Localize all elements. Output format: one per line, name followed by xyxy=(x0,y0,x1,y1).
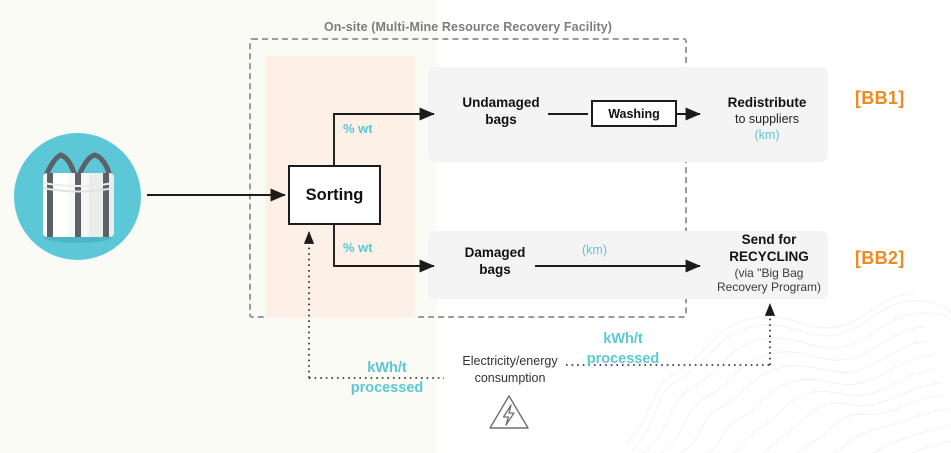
kwh-right-line1: kWh/t xyxy=(603,331,643,347)
electricity-line1: Electricity/energy xyxy=(462,354,558,368)
pct-wt-bottom-label: % wt xyxy=(343,240,373,255)
recycling-line1: Send for xyxy=(741,232,797,247)
redistribute-node[interactable]: Redistribute to suppliers (km) xyxy=(705,95,829,143)
big-bag-icon xyxy=(42,152,115,243)
electricity-consumption-label: Electricity/energy consumption xyxy=(440,353,580,387)
kwh-right-label: kWh/t processed xyxy=(570,330,676,369)
recycling-line4: Recovery Program) xyxy=(716,280,822,295)
kwh-left-label: kWh/t processed xyxy=(334,359,440,398)
sorting-process-box[interactable]: Sorting xyxy=(288,165,381,225)
sorting-label: Sorting xyxy=(305,185,364,204)
redistribute-line2: to suppliers xyxy=(735,111,799,126)
redistribute-line1: Redistribute xyxy=(727,95,807,110)
pct-wt-top-label: % wt xyxy=(343,121,373,136)
recycling-line3: (via "Big Bag xyxy=(734,265,804,280)
undamaged-bags-line1: Undamaged xyxy=(462,95,540,110)
kwh-right-line2: processed xyxy=(586,350,660,367)
undamaged-bags-node[interactable]: Undamaged bags xyxy=(441,95,561,129)
damaged-bags-line1: Damaged xyxy=(464,245,526,260)
undamaged-bags-line2: bags xyxy=(485,111,517,127)
badge-bb1: [BB1] xyxy=(855,88,905,108)
damaged-flow-band xyxy=(428,231,828,299)
damaged-bags-node[interactable]: Damaged bags xyxy=(441,245,549,279)
badge-bb2: [BB2] xyxy=(855,248,905,268)
washing-process-box[interactable]: Washing xyxy=(591,100,677,127)
electricity-hazard-icon xyxy=(489,395,529,429)
onsite-boundary-title: On-site (Multi-Mine Resource Recovery Fa… xyxy=(323,20,613,34)
onsite-boundary-box xyxy=(249,38,687,318)
damaged-bags-line2: bags xyxy=(479,261,511,277)
kwh-left-line1: kWh/t xyxy=(367,360,407,376)
electricity-line2: consumption xyxy=(474,370,546,385)
kwh-left-line2: processed xyxy=(350,379,424,396)
km-bottom-label: (km) xyxy=(582,243,607,257)
recycling-line2: RECYCLING xyxy=(729,248,809,264)
washing-label: Washing xyxy=(608,106,660,121)
recycling-node[interactable]: Send for RECYCLING (via "Big Bag Recover… xyxy=(705,232,833,295)
redistribute-km-metric: (km) xyxy=(754,127,780,142)
topographic-background-pattern xyxy=(624,292,951,453)
